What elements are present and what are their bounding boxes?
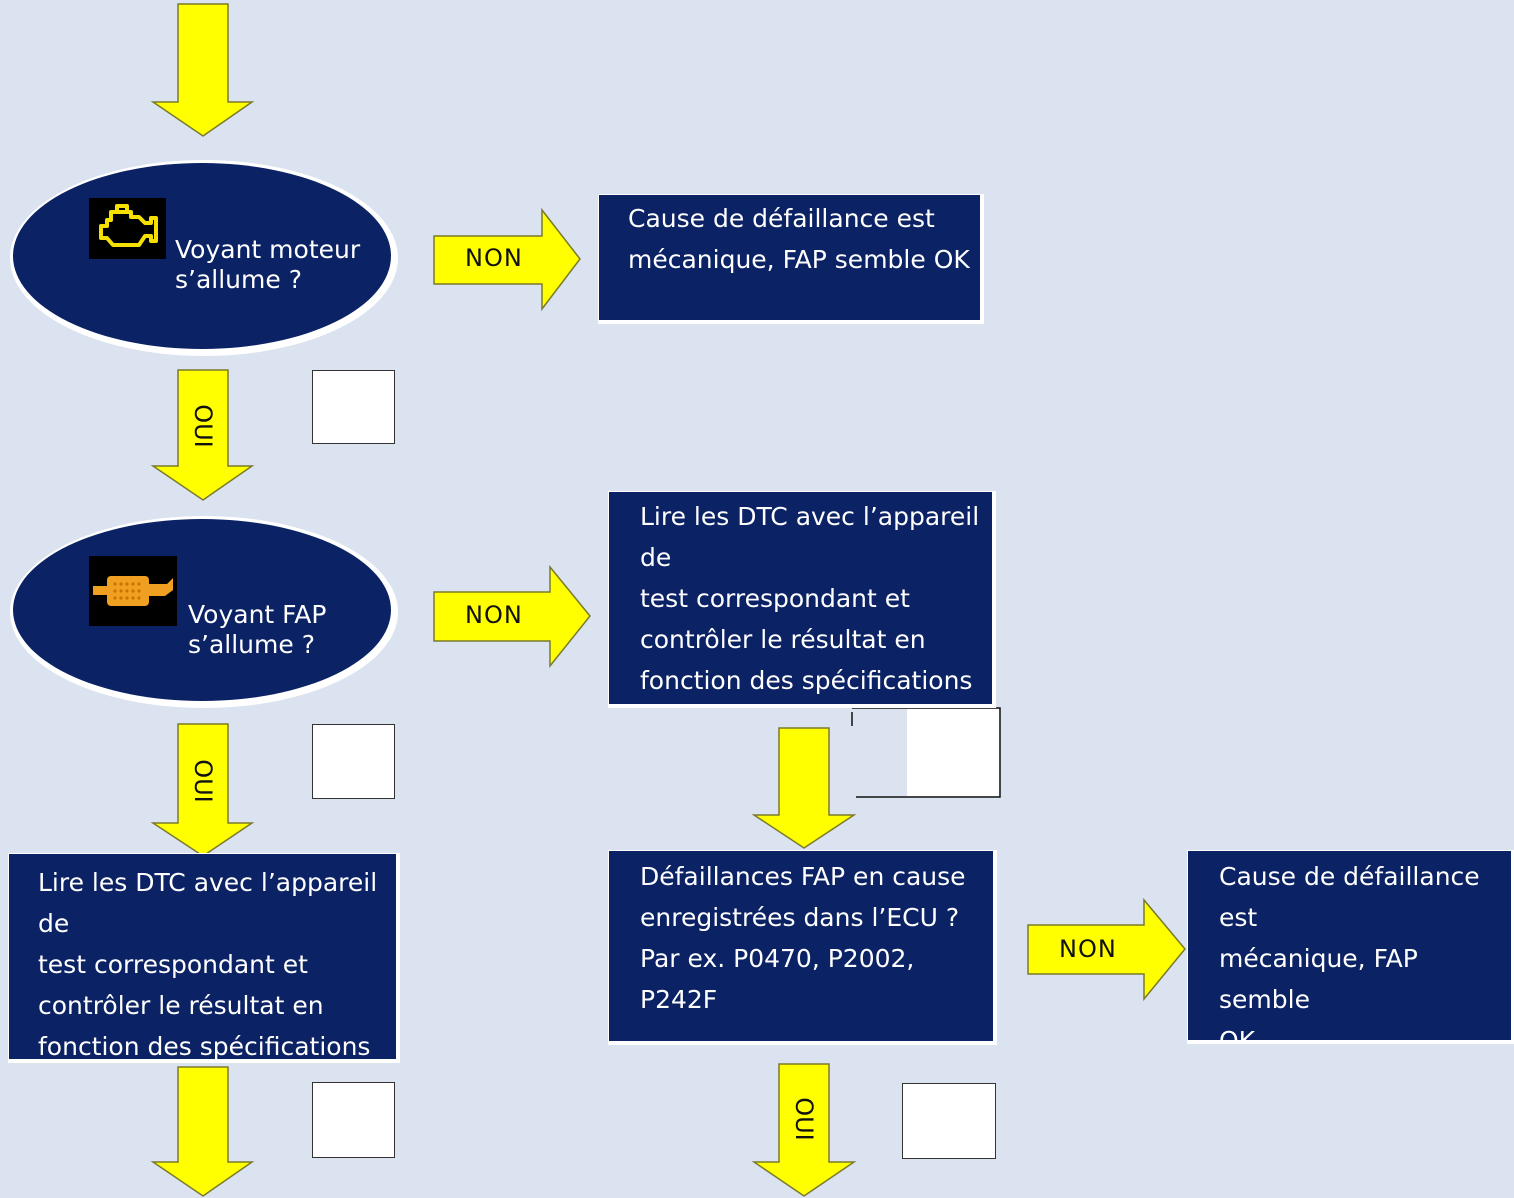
arrow-down-oui-3 (751, 1063, 857, 1197)
result-mechanical-2-text: Cause de défaillance est mécanique, FAP … (1219, 862, 1480, 1043)
arrow-down-dtc-right (751, 727, 857, 849)
decision-ecu-faults: Défaillances FAP en cause enregistrées d… (609, 851, 996, 1044)
edge-label-oui-2: OUI (189, 759, 217, 803)
arrow-down-oui-1 (150, 369, 255, 501)
checkbox-fap-oui[interactable] (312, 724, 395, 799)
decision-ecu-faults-text: Défaillances FAP en cause enregistrées d… (640, 862, 966, 1014)
checkbox-ecu-oui[interactable] (902, 1083, 996, 1159)
decision-fap-label: Voyant FAP s’allume ? (188, 600, 327, 659)
action-read-dtc-left: Lire les DTC avec l’appareil de test cor… (9, 854, 399, 1062)
edge-label-non-3: NON (1059, 935, 1117, 963)
checkbox-engine-oui[interactable] (312, 370, 395, 444)
edge-label-oui-3: OUI (790, 1097, 818, 1141)
edge-label-non-2: NON (465, 601, 523, 629)
arrow-down-oui-2 (150, 723, 255, 857)
arrow-right-non-3 (1027, 897, 1186, 1002)
edge-label-oui-1: OUI (189, 404, 217, 448)
checkbox-dtc-right[interactable] (907, 709, 999, 796)
action-read-dtc-right: Lire les DTC avec l’appareil de test cor… (609, 492, 995, 707)
result-mechanical-1-text: Cause de défaillance est mécanique, FAP … (628, 204, 970, 274)
checkbox-dtc-left[interactable] (312, 1082, 395, 1158)
arrow-right-non-2 (433, 564, 591, 669)
arrow-down-top (150, 3, 255, 137)
action-read-dtc-right-text: Lire les DTC avec l’appareil de test cor… (640, 502, 980, 695)
dpf-warning-icon (89, 556, 177, 626)
check-engine-icon (89, 198, 166, 259)
action-read-dtc-left-text: Lire les DTC avec l’appareil de test cor… (38, 868, 378, 1061)
edge-label-non-1: NON (465, 244, 523, 272)
result-mechanical-1: Cause de défaillance est mécanique, FAP … (599, 195, 983, 323)
decision-engine-label: Voyant moteur s’allume ? (175, 235, 361, 294)
result-mechanical-2: Cause de défaillance est mécanique, FAP … (1188, 851, 1514, 1043)
arrow-down-bottom-left (150, 1066, 255, 1197)
arrow-right-non-1 (433, 207, 581, 312)
connector-bracket (851, 707, 1001, 798)
